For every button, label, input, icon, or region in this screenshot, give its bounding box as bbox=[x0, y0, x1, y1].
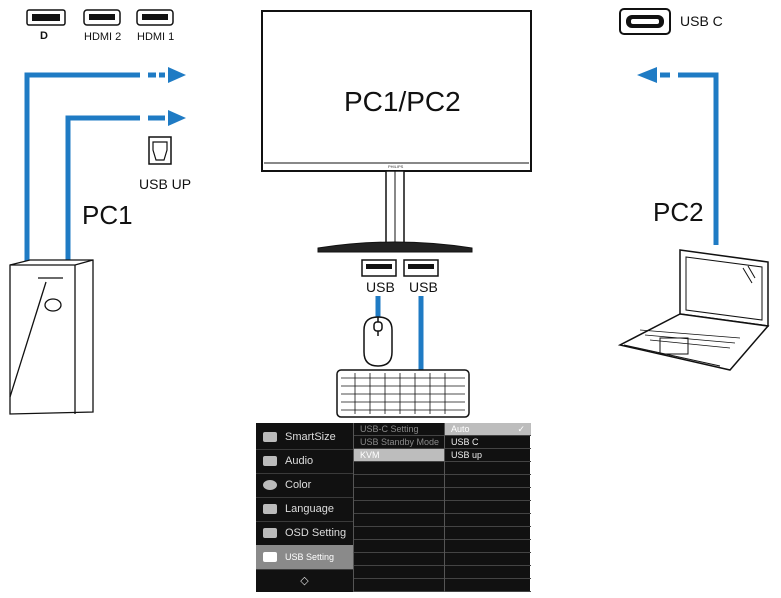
hdmi1-connector-icon bbox=[136, 9, 174, 26]
keyboard bbox=[336, 369, 470, 418]
language-icon bbox=[263, 504, 277, 514]
osd-menu-item-label: Audio bbox=[285, 455, 314, 467]
displayport-label: D bbox=[40, 30, 48, 42]
monitor-brand-text: PHILIPS bbox=[388, 164, 404, 169]
pc1-cables bbox=[24, 72, 165, 263]
osd-option-selected[interactable]: Auto ✓ bbox=[445, 423, 531, 436]
usb-icon bbox=[263, 552, 277, 562]
osd-option[interactable]: USB up bbox=[445, 449, 531, 462]
osd-options: Auto ✓ USB C USB up bbox=[444, 423, 531, 592]
osd-nav-indicator[interactable]: ◇ bbox=[300, 574, 309, 587]
osd-menu-item-label: USB Setting bbox=[285, 552, 335, 562]
hdmi2-connector-icon bbox=[83, 9, 121, 26]
osd-submenu-item-selected[interactable]: KVM bbox=[354, 449, 444, 462]
osd-setting-icon bbox=[263, 528, 277, 538]
osd-menu-item-label: SmartSize bbox=[285, 431, 336, 443]
osd-menu-item-color[interactable]: Color bbox=[256, 473, 353, 498]
osd-menu-item-label: Language bbox=[285, 503, 334, 515]
osd-submenu-item[interactable]: USB Standby Mode bbox=[354, 436, 444, 449]
osd-menu-item-usb-setting[interactable]: USB Setting bbox=[256, 545, 353, 570]
usb-port-left-icon bbox=[361, 259, 397, 277]
mouse bbox=[363, 316, 393, 367]
osd-menu-item-language[interactable]: Language bbox=[256, 497, 353, 522]
osd-menu-item-label: Color bbox=[285, 479, 312, 491]
pc1-tower bbox=[9, 259, 94, 415]
displayport-connector-icon bbox=[26, 9, 66, 26]
pc2-laptop bbox=[617, 249, 770, 371]
osd-option-label: Auto bbox=[451, 424, 470, 434]
arrow-right-icon bbox=[168, 67, 186, 83]
smartsize-icon bbox=[263, 432, 277, 442]
monitor-screen-text: PC1/PC2 bbox=[344, 86, 461, 117]
arrow-right-icon bbox=[168, 110, 186, 126]
hdmi2-label: HDMI 2 bbox=[84, 31, 122, 43]
usb-up-label: USB UP bbox=[139, 176, 192, 192]
speaker-icon bbox=[263, 456, 277, 466]
osd-menu-item-label: OSD Setting bbox=[285, 527, 347, 539]
osd-menu-item-smartsize[interactable]: SmartSize bbox=[256, 425, 353, 450]
arrow-left-icon bbox=[637, 67, 657, 83]
osd-menu-item-osd-setting[interactable]: OSD Setting bbox=[256, 521, 353, 546]
usb-right-label: USB bbox=[409, 279, 438, 295]
osd-main-menu: SmartSize Audio Color Language OSD Setti… bbox=[256, 423, 353, 592]
check-icon: ✓ bbox=[517, 424, 525, 434]
usb-port-right-icon bbox=[403, 259, 439, 277]
color-icon bbox=[263, 480, 277, 490]
pc2-cable bbox=[660, 72, 719, 245]
hdmi1-label: HDMI 1 bbox=[137, 31, 175, 43]
pc2-label: PC2 bbox=[653, 197, 704, 227]
osd-submenu-item[interactable]: USB-C Setting bbox=[354, 423, 444, 436]
usb-left-label: USB bbox=[366, 279, 395, 295]
osd-submenu: USB-C Setting USB Standby Mode KVM bbox=[353, 423, 444, 592]
osd-option[interactable]: USB C bbox=[445, 436, 531, 449]
usb-c-connector-icon bbox=[619, 8, 671, 35]
usb-b-connector-icon bbox=[148, 136, 172, 165]
osd-menu: SmartSize Audio Color Language OSD Setti… bbox=[256, 423, 531, 592]
usb-c-label: USB C bbox=[680, 13, 723, 29]
monitor bbox=[261, 10, 532, 253]
osd-menu-item-audio[interactable]: Audio bbox=[256, 449, 353, 474]
pc1-label: PC1 bbox=[82, 200, 133, 230]
